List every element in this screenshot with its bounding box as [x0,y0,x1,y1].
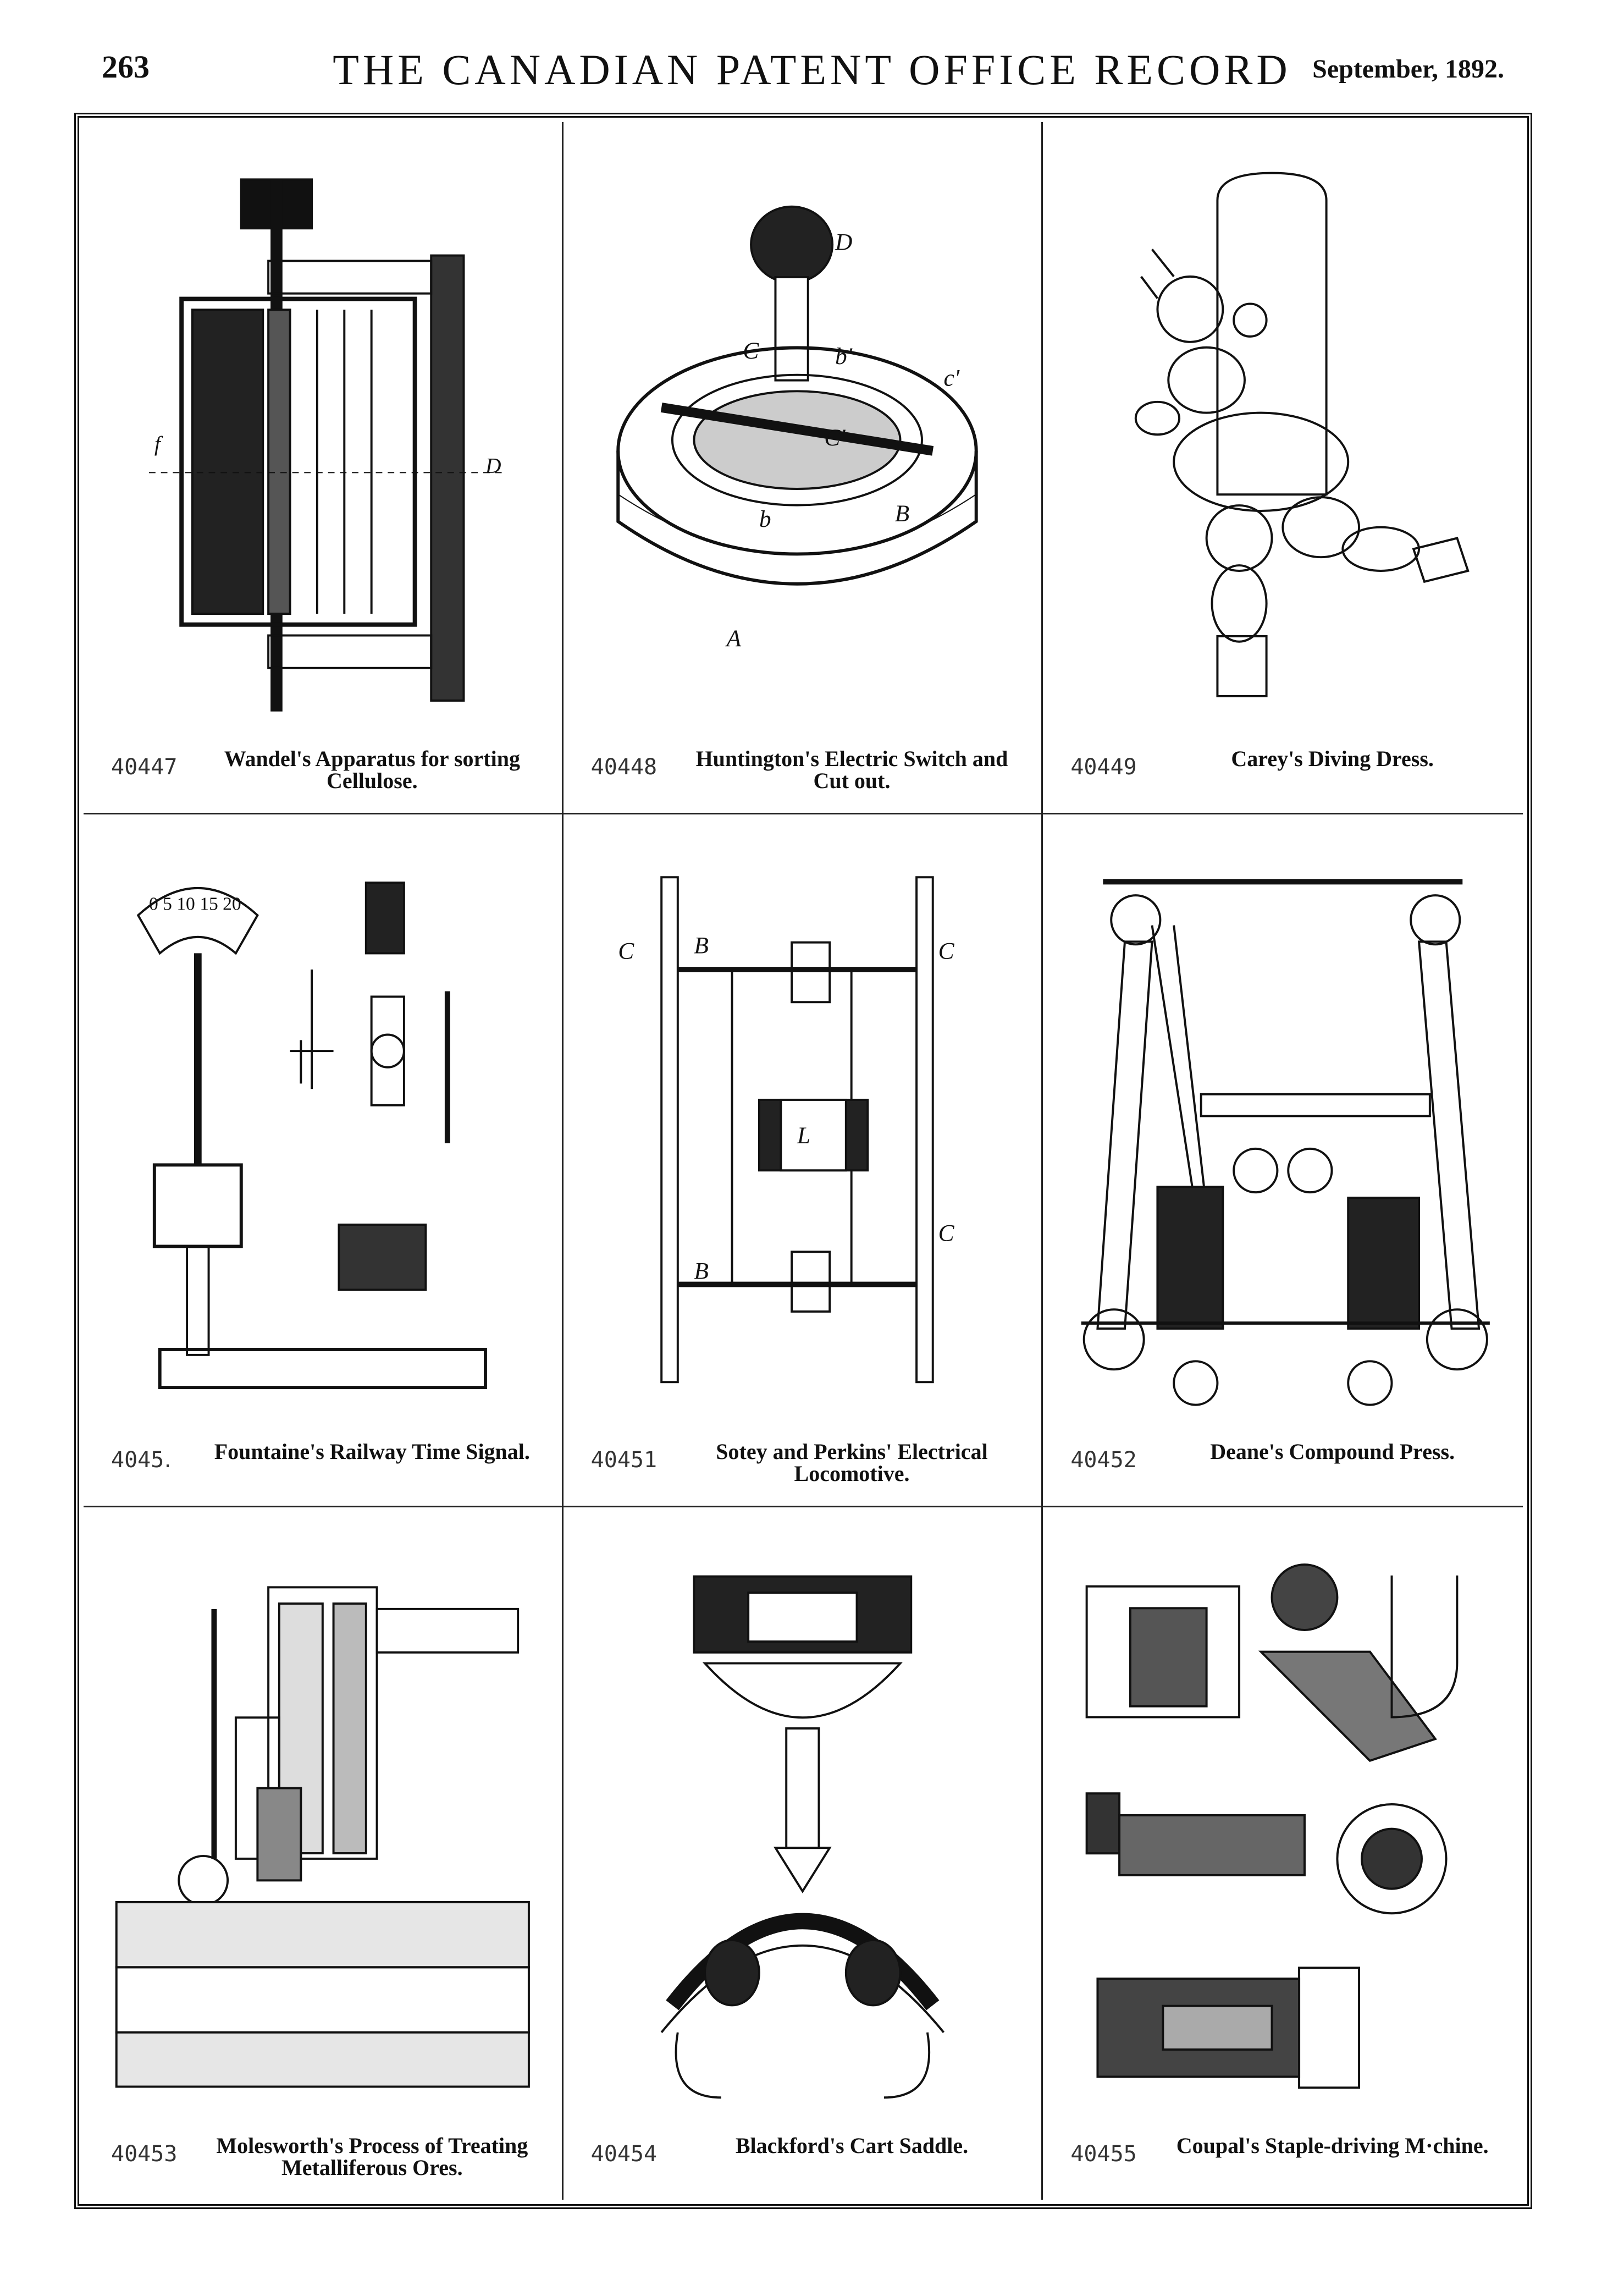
caption: 40453 Molesworth's Process of Treating M… [111,2132,540,2184]
figure-railway-signal: 0 5 10 15 20 [106,831,540,1434]
label-C-prime: C' [824,425,846,451]
patent-cell-40447: f D 40447 Wandel's Apparatus for sorting… [84,122,564,815]
caption: 40449 Carey's Diving Dress. [1070,745,1501,797]
patent-number: 40447 [111,755,178,780]
label-D: D [835,229,852,256]
patent-cell-40448: D C b' c' C' B b A 40448 Huntington's El… [563,122,1043,815]
figure-compound-press [1065,831,1501,1434]
label-C: C [743,338,759,364]
issue-date: September, 1892. [1312,54,1504,84]
svg-text:f: f [154,432,163,456]
patent-cell-40454: 40454 Blackford's Cart Saddle. [564,1507,1043,2200]
caption: 40454 Blackford's Cart Saddle. [591,2132,1020,2184]
patent-title: Blackford's Cart Saddle. [735,2133,969,2158]
label-c-prime: c' [943,365,959,391]
caption: 4045․ Fountaine's Railway Time Signal. [111,1438,540,1490]
patent-number: 40454 [590,2141,658,2167]
patent-title: Fountaine's Railway Time Signal. [214,1439,530,1464]
patent-number: 40452 [1070,1447,1137,1473]
patent-grid: f D 40447 Wandel's Apparatus for sorting… [84,122,1523,2200]
signal-dial-scale: 0 5 10 15 20 [149,894,241,915]
patent-number: 40449 [1070,755,1137,780]
patent-cell-40455: 40455 Coupal's Staple-driving M·chine. [1043,1507,1523,2200]
page-number: 263 [102,49,150,85]
figure-cart-saddle [585,1524,1020,2128]
figure-electric-switch: D C b' c' C' B b A [585,139,1020,741]
patent-cell-40453: 40453 Molesworth's Process of Treating M… [84,1507,564,2200]
patent-number: 40453 [111,2141,178,2167]
caption: 40447 Wandel's Apparatus for sorting Cel… [111,745,540,797]
patent-cell-40450: 0 5 10 15 20 4045․ Fountaine's Railway T… [84,814,564,1507]
label-A: A [725,625,741,652]
patent-cell-40452: 40452 Deane's Compound Press. [1043,814,1523,1507]
patent-title: Carey's Diving Dress. [1231,746,1434,772]
label-B-bottom: B [694,1258,709,1285]
label-B: B [894,500,909,527]
figure-staple-driving-machine [1065,1524,1501,2128]
figure-electrical-locomotive: C B L C B C [585,831,1020,1434]
patent-number: 40448 [590,755,658,780]
journal-title: THE CANADIAN PATENT OFFICE RECORD [333,46,1291,93]
label-C-mid: C [938,1220,954,1247]
patent-title: Wandel's Apparatus for sorting Cellulose… [224,746,520,794]
patent-cell-40449: 40449 Carey's Diving Dress. [1043,122,1523,815]
patent-number: 40455 [1070,2141,1137,2167]
label-b-prime: b' [835,343,853,370]
svg-text:D: D [485,453,501,477]
caption: 40452 Deane's Compound Press. [1070,1438,1501,1490]
figure-diving-dress [1065,139,1501,741]
patent-title: Sotey and Perkins' Electrical Locomotive… [716,1439,988,1486]
patent-figures-frame: f D 40447 Wandel's Apparatus for sorting… [74,113,1532,2209]
patent-cell-40451: C B L C B C 40451 Sotey and Perkins' Ele… [563,814,1043,1507]
patent-title: Coupal's Staple-driving M·chine. [1176,2133,1489,2158]
patent-title: Molesworth's Process of Treating Metalli… [216,2133,528,2180]
label-L: L [797,1122,810,1149]
patent-number: 40451 [590,1447,658,1473]
caption: 40451 Sotey and Perkins' Electrical Loco… [591,1438,1020,1490]
patent-title: Huntington's Electric Switch and Cut out… [695,746,1008,794]
label-B-top: B [694,933,709,959]
caption: 40448 Huntington's Electric Switch and C… [591,745,1020,797]
patent-title: Deane's Compound Press. [1210,1439,1455,1464]
caption: 40455 Coupal's Staple-driving M·chine. [1070,2132,1501,2184]
patent-number: 4045․ [111,1447,172,1473]
label-C-right: C [938,938,954,965]
page-header: 263 THE CANADIAN PATENT OFFICE RECORD Se… [0,0,1624,110]
figure-sorting-apparatus: f D [106,139,540,741]
label-C-top: C [618,938,634,965]
label-b: b [759,506,771,532]
figure-ore-treating-process [106,1524,540,2128]
